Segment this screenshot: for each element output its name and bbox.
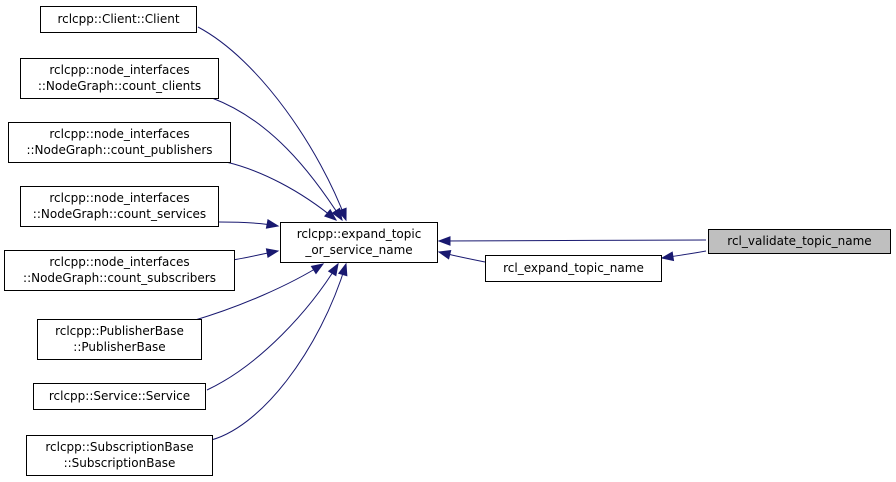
- node-subscription_base[interactable]: rclcpp::SubscriptionBase::SubscriptionBa…: [26, 435, 213, 476]
- edge-rcl_validate-to-rcl_expand: [660, 250, 707, 262]
- arrowhead-icon: [327, 262, 339, 277]
- node-label-line: rclcpp::node_interfaces: [49, 191, 189, 205]
- graph-nodes: rclcpp::Client::Clientrclcpp::node_inter…: [4, 6, 891, 476]
- edge-line: [197, 26, 347, 221]
- node-box[interactable]: [40, 6, 197, 33]
- node-label-line: rclcpp::node_interfaces: [49, 63, 189, 77]
- edge-expand_topic-to-subscription_base: [206, 262, 348, 442]
- arrowhead-icon: [265, 219, 280, 229]
- arrowhead-icon: [337, 262, 348, 277]
- node-label-line: _or_service_name: [304, 243, 412, 257]
- node-rcl_expand[interactable]: rcl_expand_topic_name: [485, 255, 662, 282]
- edge-rcl_expand-to-expand_topic: [437, 250, 486, 263]
- arrowhead-icon: [660, 251, 675, 262]
- edge-line: [191, 263, 324, 322]
- node-expand_topic[interactable]: rclcpp::expand_topic_or_service_name: [280, 222, 438, 263]
- arrowhead-icon: [437, 236, 451, 246]
- node-label-line: rclcpp::expand_topic: [297, 227, 422, 241]
- node-box[interactable]: [33, 383, 206, 410]
- node-label-line: rclcpp::Service::Service: [49, 389, 190, 403]
- node-label-line: ::NodeGraph::count_publishers: [26, 143, 212, 157]
- node-label-line: ::PublisherBase: [73, 340, 165, 354]
- node-label-line: ::SubscriptionBase: [64, 456, 176, 470]
- node-client[interactable]: rclcpp::Client::Client: [40, 6, 197, 33]
- node-count_publishers[interactable]: rclcpp::node_interfaces::NodeGraph::coun…: [8, 122, 231, 163]
- graph-edges: [191, 26, 707, 442]
- edge-expand_topic-to-count_subscribers: [231, 248, 280, 261]
- node-label-line: rcl_expand_topic_name: [503, 261, 644, 275]
- arrowhead-icon: [324, 208, 338, 221]
- node-box[interactable]: [37, 319, 202, 360]
- edge-rcl_validate-to-expand_topic: [437, 236, 707, 246]
- node-label-line: ::NodeGraph::count_services: [33, 207, 206, 221]
- arrowhead-icon: [331, 207, 343, 222]
- node-label-line: rclcpp::PublisherBase: [55, 324, 184, 338]
- node-count_services[interactable]: rclcpp::node_interfaces::NodeGraph::coun…: [20, 186, 219, 227]
- edge-line: [211, 97, 343, 221]
- node-label-line: rcl_validate_topic_name: [727, 234, 871, 248]
- node-rcl_validate[interactable]: rcl_validate_topic_name: [708, 229, 891, 254]
- node-box[interactable]: [20, 58, 219, 99]
- node-label-line: ::NodeGraph::count_subscribers: [23, 271, 216, 285]
- edge-expand_topic-to-count_publishers: [225, 161, 338, 221]
- edge-expand_topic-to-publisher_base: [191, 263, 325, 322]
- arrowhead-icon: [437, 250, 452, 260]
- node-count_clients[interactable]: rclcpp::node_interfaces::NodeGraph::coun…: [20, 58, 219, 99]
- node-box[interactable]: [280, 222, 438, 263]
- node-label-line: ::NodeGraph::count_clients: [38, 79, 201, 93]
- node-count_subscribers[interactable]: rclcpp::node_interfaces::NodeGraph::coun…: [4, 250, 235, 291]
- edge-line: [225, 161, 337, 221]
- node-label-line: rclcpp::node_interfaces: [49, 255, 189, 269]
- node-box[interactable]: [26, 435, 213, 476]
- node-box[interactable]: [20, 186, 219, 227]
- edge-line: [206, 263, 339, 391]
- edge-expand_topic-to-count_clients: [211, 97, 343, 222]
- arrowhead-icon: [310, 263, 325, 275]
- node-publisher_base[interactable]: rclcpp::PublisherBase::PublisherBase: [37, 319, 202, 360]
- node-label-line: rclcpp::Client::Client: [57, 12, 179, 26]
- edge-line: [206, 263, 347, 442]
- node-label-line: rclcpp::node_interfaces: [49, 127, 189, 141]
- edge-expand_topic-to-service: [206, 262, 339, 391]
- node-box[interactable]: [4, 250, 235, 291]
- node-box[interactable]: [8, 122, 231, 163]
- node-box[interactable]: [485, 255, 662, 282]
- node-label-line: rclcpp::SubscriptionBase: [45, 440, 193, 454]
- node-service[interactable]: rclcpp::Service::Service: [33, 383, 206, 410]
- arrowhead-icon: [265, 248, 280, 258]
- edge-line: [438, 239, 707, 242]
- highlighted-node-box[interactable]: [708, 229, 891, 254]
- edge-expand_topic-to-count_services: [218, 219, 280, 229]
